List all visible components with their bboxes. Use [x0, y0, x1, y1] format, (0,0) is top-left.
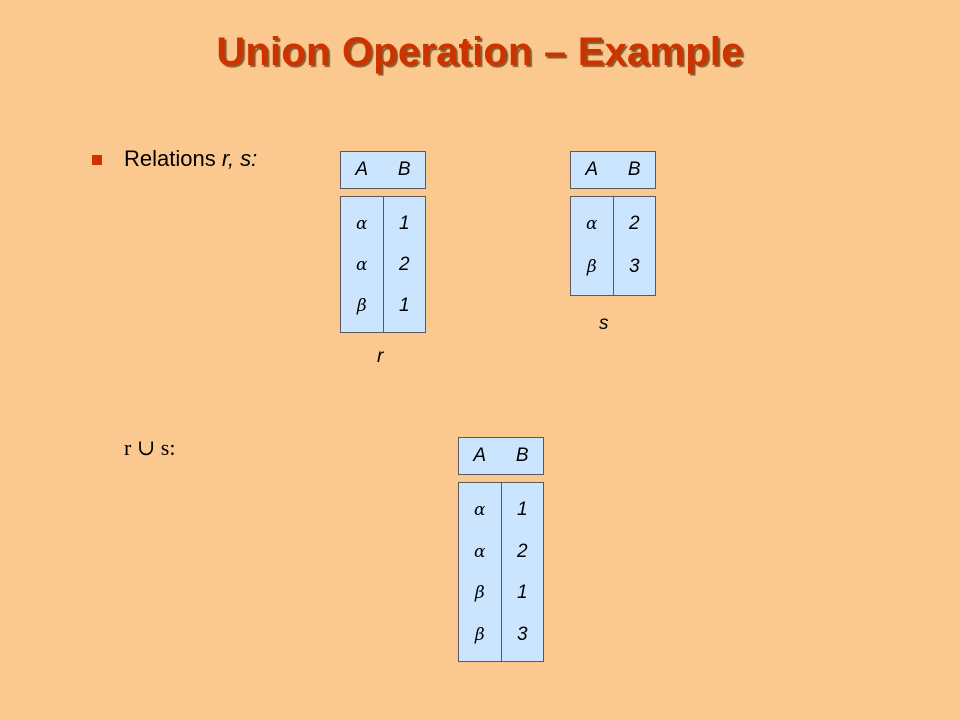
relation-union-result: A B α α β β 1 2 1 3: [458, 437, 544, 667]
relation-s-header: A B: [570, 151, 656, 189]
relation-union-cell: 1: [516, 582, 528, 603]
relation-r-cell: 1: [398, 295, 410, 316]
relation-r-cell: α: [356, 214, 368, 234]
relation-r-body: α α β 1 2 1: [340, 196, 426, 333]
relation-r-header-b: B: [397, 159, 411, 180]
relation-s-caption: s: [599, 313, 609, 334]
square-bullet-icon: [92, 155, 102, 165]
relation-s-col-b: 2 3: [612, 197, 656, 295]
relation-union-col-a: α α β β: [459, 483, 501, 661]
relation-r-cell: 2: [398, 254, 410, 275]
relation-union-cell: 2: [516, 540, 528, 562]
relation-s-cell: 2: [628, 213, 640, 234]
bullet-text: Relations r, s:: [124, 146, 257, 172]
relation-union-cell: α: [474, 500, 486, 520]
relation-r-col-a: α α β: [341, 197, 383, 332]
relation-union-col-b: 1 2 1 3: [500, 483, 544, 661]
bullet-relations: Relations r, s:: [92, 146, 257, 172]
relation-s-cell: β: [586, 257, 597, 277]
relation-s-body: α β 2 3: [570, 196, 656, 296]
relation-union-cell: β: [474, 583, 485, 603]
relation-union-header: A B: [458, 437, 544, 475]
relation-r-header: A B: [340, 151, 426, 189]
relation-s-col-a: α β: [571, 197, 613, 295]
relation-union-header-a: A: [473, 445, 487, 466]
slide-title: Union Operation – Example: [216, 30, 744, 74]
relation-union-cell: 1: [516, 499, 528, 520]
relation-r-header-a: A: [355, 159, 369, 180]
relation-r-cell: α: [356, 255, 368, 275]
relation-union-cell: 3: [516, 623, 528, 645]
relation-r-cell: 1: [398, 213, 410, 234]
bullet-lead: Relations: [124, 146, 222, 171]
relation-s: A B α β 2 3: [570, 151, 656, 301]
relation-s-cell: α: [586, 214, 598, 234]
union-expression: r ∪ s:: [124, 435, 176, 460]
relation-r-caption: r: [377, 346, 384, 367]
relation-union-cell: β: [474, 624, 485, 645]
relation-r-col-b: 1 2 1: [382, 197, 426, 332]
relation-r-cell: β: [356, 296, 367, 316]
relation-union-body: α α β β 1 2 1 3: [458, 482, 544, 662]
relation-r: A B α α β 1 2 1: [340, 151, 426, 351]
relation-s-header-b: B: [627, 159, 641, 180]
relation-union-cell: α: [474, 541, 486, 562]
relation-s-header-a: A: [585, 159, 599, 180]
relation-s-cell: 3: [628, 256, 640, 277]
relation-union-header-b: B: [515, 445, 529, 466]
bullet-relation-names: r, s:: [221, 146, 258, 171]
